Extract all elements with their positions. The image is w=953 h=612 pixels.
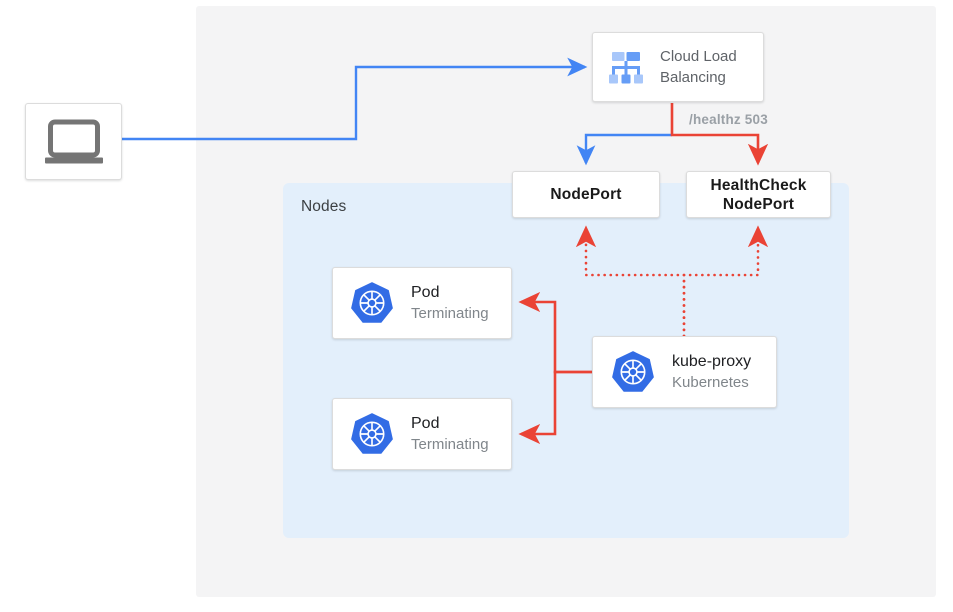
client-laptop-card (25, 103, 122, 180)
healthcheck-nodeport-label: HealthCheck NodePort (710, 176, 806, 214)
pod-title: Pod (411, 415, 440, 432)
pod-title: Pod (411, 284, 440, 301)
kubernetes-icon (351, 282, 393, 323)
pod-text-block: Pod Terminating (411, 282, 489, 324)
pod-text-block: Pod Terminating (411, 413, 489, 455)
nodeport-card: NodePort (512, 171, 660, 218)
pod-status: Terminating (411, 436, 489, 453)
kube-proxy-title: kube-proxy (672, 353, 752, 370)
kube-proxy-card: kube-proxy Kubernetes (592, 336, 777, 408)
healthcheck-nodeport-card: HealthCheck NodePort (686, 171, 831, 218)
laptop-icon (44, 119, 103, 163)
nodes-panel-label: Nodes (301, 198, 347, 215)
cloud-load-balancing-label-line2: Balancing (660, 69, 726, 86)
pod-card: Pod Terminating (332, 267, 512, 339)
kubernetes-icon (351, 413, 393, 454)
cloud-load-balancing-label-line1: Cloud Load (660, 48, 737, 65)
nodeport-label: NodePort (550, 186, 622, 203)
kube-proxy-text-block: kube-proxy Kubernetes (672, 351, 751, 393)
healthcheck-nodeport-label-line2: NodePort (722, 195, 795, 213)
kube-proxy-subtitle: Kubernetes (672, 374, 749, 391)
pod-card: Pod Terminating (332, 398, 512, 470)
pod-status: Terminating (411, 305, 489, 322)
cloud-load-balancing-label: Cloud Load Balancing (660, 46, 737, 88)
healthz-status-label: /healthz 503 (689, 112, 768, 127)
kubernetes-icon (612, 351, 654, 392)
healthcheck-nodeport-label-line1: HealthCheck (710, 176, 807, 194)
cloud-load-balancing-icon (609, 52, 643, 84)
cloud-load-balancing-card: Cloud Load Balancing (592, 32, 764, 102)
